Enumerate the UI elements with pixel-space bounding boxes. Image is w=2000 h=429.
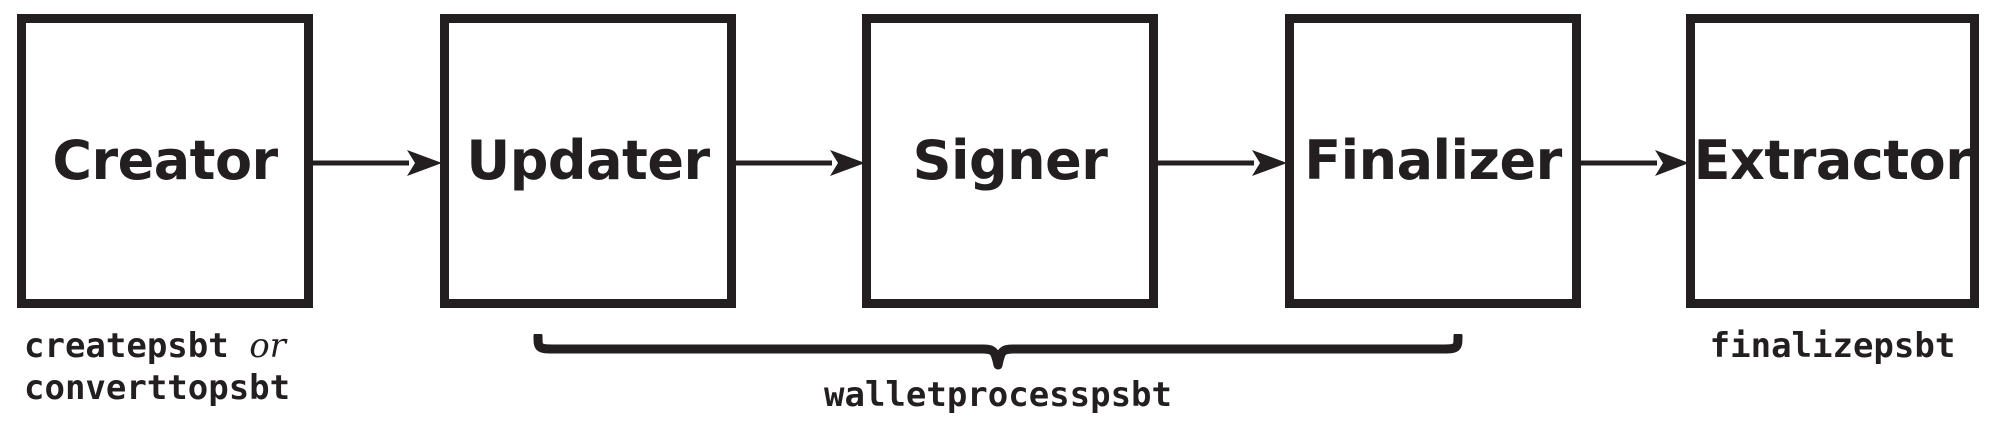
stage-label-creator: Creator (52, 129, 278, 192)
stage-label-extractor: Extractor (1693, 129, 1972, 192)
stage-box-updater[interactable]: Updater (440, 14, 736, 308)
creator-command-line-1: createpsbt or (24, 325, 290, 367)
stage-box-extractor[interactable]: Extractor (1686, 14, 1979, 308)
extractor-command-finalizepsbt: finalizepsbt (1709, 326, 1956, 366)
stage-label-finalizer: Finalizer (1304, 129, 1562, 192)
arrow-creator-to-updater-icon (311, 146, 443, 180)
stage-label-updater: Updater (466, 129, 710, 192)
creator-command-conjunction: or (249, 326, 286, 366)
creator-command-converttopsbt: converttopsbt (24, 368, 291, 409)
stage-box-creator[interactable]: Creator (17, 14, 313, 308)
creator-command-createpsbt: createpsbt (24, 326, 229, 366)
arrow-finalizer-to-extractor-icon (1579, 146, 1690, 180)
arrow-signer-to-finalizer-icon (1156, 146, 1288, 180)
walletprocesspsbt-brace-icon (530, 334, 1466, 376)
group-command-walletprocesspsbt: walletprocesspsbt (824, 375, 1172, 415)
stage-label-signer: Signer (912, 129, 1108, 192)
stage-box-signer[interactable]: Signer (862, 14, 1158, 308)
arrow-updater-to-signer-icon (734, 146, 866, 180)
stage-box-finalizer[interactable]: Finalizer (1285, 14, 1581, 308)
creator-command-label: createpsbt or converttopsbt (24, 325, 290, 409)
